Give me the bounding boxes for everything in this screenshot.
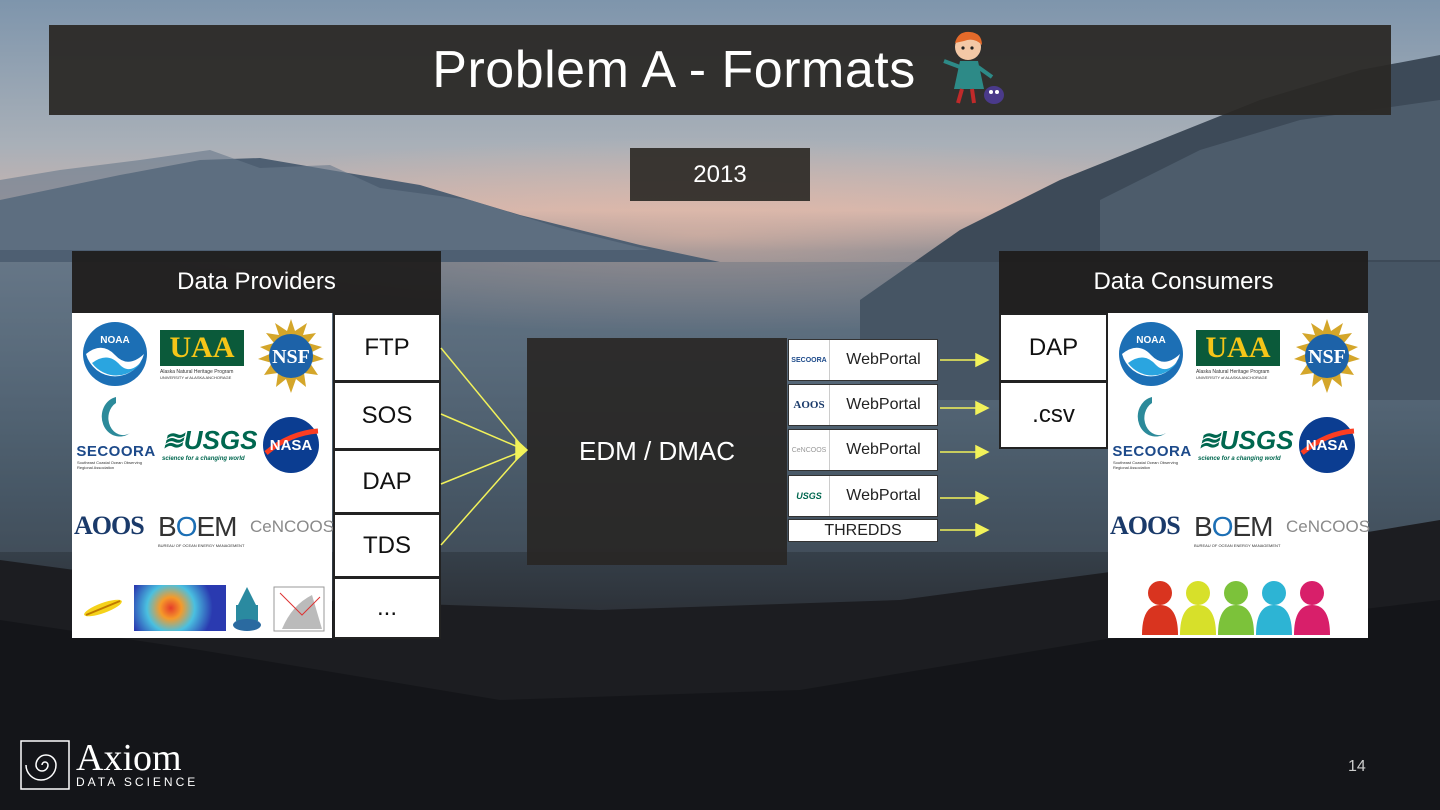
nasa-logo: NASA bbox=[1299, 417, 1355, 473]
edm-dmac-box: EDM / DMAC bbox=[527, 338, 787, 565]
boem-logo: BOEM BUREAU OF OCEAN ENERGY MANAGEMENT bbox=[158, 511, 245, 548]
nsf-logo: NSF bbox=[1294, 319, 1360, 393]
profile-plot-image bbox=[273, 586, 325, 632]
provider-format-dap: DAP bbox=[333, 449, 441, 514]
svg-text:NASA: NASA bbox=[1306, 437, 1349, 454]
providers-logo-panel: NOAA UAA Alaska Natural Heritage Program… bbox=[72, 313, 335, 638]
uaa-subtitle-2: UNIVERSITY of ALASKA ANCHORAGE bbox=[1196, 375, 1268, 380]
cencoos-small-logo: CeNCOOS bbox=[791, 446, 827, 454]
provider-format-ftp: FTP bbox=[333, 313, 441, 382]
webportal-label: WebPortal bbox=[829, 476, 937, 516]
consumer-format-dap: DAP bbox=[999, 313, 1108, 382]
svg-text:NOAA: NOAA bbox=[1136, 335, 1165, 346]
webportal-usgs[interactable]: USGS WebPortal bbox=[788, 475, 938, 517]
secoora-subtitle: Southeast Coastal Ocean Observing Region… bbox=[1113, 460, 1178, 470]
brand-name: Axiom bbox=[76, 737, 182, 779]
nasa-logo: NASA bbox=[263, 417, 319, 473]
secoora-small-logo: SECOORA bbox=[791, 356, 827, 364]
buoy-icon bbox=[233, 587, 261, 631]
svg-text:NASA: NASA bbox=[270, 437, 313, 454]
webportal-secoora[interactable]: SECOORA WebPortal bbox=[788, 339, 938, 381]
svg-text:NSF: NSF bbox=[272, 346, 310, 368]
cencoos-logo: CeNCOOS bbox=[1286, 517, 1371, 536]
boem-logo: BOEM BUREAU OF OCEAN ENERGY MANAGEMENT bbox=[1194, 511, 1281, 548]
webportal-cencoos[interactable]: CeNCOOS WebPortal bbox=[788, 429, 938, 471]
secoora-subtitle: Southeast Coastal Ocean Observing Region… bbox=[77, 460, 142, 470]
nautilus-logo-icon bbox=[20, 740, 70, 790]
provider-format-tds: TDS bbox=[333, 513, 441, 578]
thredds-label[interactable]: THREDDS bbox=[788, 519, 938, 542]
boem-subtitle: BUREAU OF OCEAN ENERGY MANAGEMENT bbox=[1194, 543, 1281, 548]
aoos-logo: AOOS bbox=[1110, 511, 1181, 540]
axiom-brand: Axiom DATA SCIENCE bbox=[20, 737, 199, 790]
glider-icon bbox=[84, 599, 122, 617]
uaa-subtitle: Alaska Natural Heritage Program bbox=[160, 369, 234, 375]
svg-text:NOAA: NOAA bbox=[100, 335, 129, 346]
uaa-logo: UAA Alaska Natural Heritage Program UNIV… bbox=[1196, 330, 1282, 380]
webportal-label: WebPortal bbox=[829, 430, 937, 470]
title-bar: Problem A - Formats bbox=[49, 25, 1391, 115]
heatmap-image bbox=[134, 585, 226, 631]
brand-subtitle: DATA SCIENCE bbox=[76, 775, 199, 789]
usgs-logo: ≋USGS science for a changing world bbox=[162, 425, 258, 462]
uaa-subtitle: Alaska Natural Heritage Program bbox=[1196, 369, 1270, 375]
noaa-logo: NOAA bbox=[83, 322, 147, 386]
secoora-logo: SECOORA Southeast Coastal Ocean Observin… bbox=[1112, 395, 1192, 470]
aoos-logo: AOOS bbox=[74, 511, 145, 540]
noaa-logo: NOAA bbox=[1119, 322, 1183, 386]
uaa-subtitle-2: UNIVERSITY of ALASKA ANCHORAGE bbox=[160, 375, 232, 380]
consumers-heading: Data Consumers bbox=[999, 251, 1368, 313]
aoos-small-logo: AOOS bbox=[793, 399, 825, 411]
girl-mascot-icon bbox=[943, 31, 1004, 104]
boem-subtitle: BUREAU OF OCEAN ENERGY MANAGEMENT bbox=[158, 543, 245, 548]
consumer-format-csv: .csv bbox=[999, 381, 1108, 449]
usgs-subtitle: science for a changing world bbox=[162, 456, 245, 462]
nsf-logo: NSF bbox=[258, 319, 324, 393]
provider-format-sos: SOS bbox=[333, 381, 441, 450]
usgs-logo: ≋USGS science for a changing world bbox=[1198, 425, 1294, 462]
webportal-label: WebPortal bbox=[829, 385, 937, 425]
svg-text:NSF: NSF bbox=[1308, 346, 1346, 368]
uaa-logo: UAA Alaska Natural Heritage Program UNIV… bbox=[160, 330, 246, 380]
provider-format-more: ... bbox=[333, 577, 441, 639]
providers-heading: Data Providers bbox=[72, 251, 441, 313]
page-number: 14 bbox=[1348, 758, 1366, 775]
secoora-logo: SECOORA Southeast Coastal Ocean Observin… bbox=[76, 395, 156, 470]
webportal-aoos[interactable]: AOOS WebPortal bbox=[788, 384, 938, 426]
year-label: 2013 bbox=[630, 148, 810, 201]
usgs-small-logo: USGS bbox=[796, 491, 822, 501]
usgs-subtitle: science for a changing world bbox=[1198, 456, 1281, 462]
users-group-icon bbox=[1142, 581, 1330, 635]
slide-title: Problem A - Formats bbox=[432, 41, 916, 99]
cencoos-logo: CeNCOOS bbox=[250, 517, 335, 536]
consumers-logo-panel: NOAA UAA Alaska Natural Heritage Program… bbox=[1108, 313, 1371, 638]
webportal-label: WebPortal bbox=[829, 340, 937, 380]
